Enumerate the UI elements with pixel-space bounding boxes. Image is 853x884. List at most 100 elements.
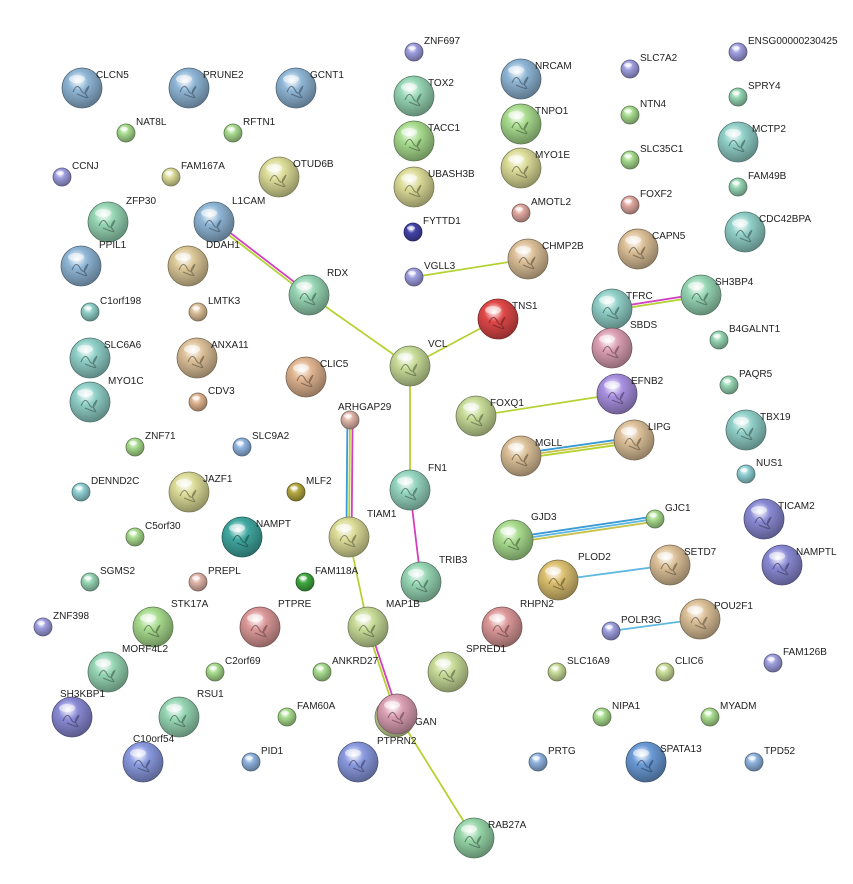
node-sphere[interactable] <box>591 327 633 369</box>
node-nipa1[interactable]: NIPA1 <box>592 701 641 727</box>
node-capn5[interactable]: CAPN5 <box>617 228 686 270</box>
node-morf4l2[interactable]: MORF4L2 <box>87 644 169 693</box>
node-tfrc[interactable]: TFRC <box>591 288 653 330</box>
node-anxa11[interactable]: ANXA11 <box>176 337 249 379</box>
node-nampt[interactable]: NAMPT <box>221 516 291 558</box>
node-ptpre[interactable]: PTPRE <box>239 599 312 648</box>
node-sphere[interactable] <box>592 707 612 727</box>
node-ddah1[interactable]: DDAH1 <box>167 240 240 287</box>
node-rab27a[interactable]: RAB27A <box>453 817 527 859</box>
node-tns1[interactable]: TNS1 <box>477 298 538 340</box>
node-sphere[interactable] <box>340 410 360 430</box>
node-c2orf69[interactable]: C2orf69 <box>205 656 261 682</box>
node-sphere[interactable] <box>205 662 225 682</box>
node-sphere[interactable] <box>277 707 297 727</box>
node-sphere[interactable] <box>537 559 579 601</box>
node-amotl2[interactable]: AMOTL2 <box>511 197 571 223</box>
node-sphere[interactable] <box>376 693 418 735</box>
node-sphere[interactable] <box>620 195 640 215</box>
node-sphere[interactable] <box>736 464 756 484</box>
node-sphere[interactable] <box>132 606 174 648</box>
node-ubash3b[interactable]: UBASH3B <box>393 166 475 208</box>
node-c1orf198[interactable]: C1orf198 <box>80 296 142 322</box>
node-ccnj[interactable]: CCNJ <box>52 161 99 187</box>
node-jazf1[interactable]: JAZF1 <box>168 471 233 513</box>
node-znf71[interactable]: ZNF71 <box>125 431 176 457</box>
node-fam49b[interactable]: FAM49B <box>728 171 787 197</box>
node-sphere[interactable] <box>288 274 330 316</box>
node-ppil1[interactable]: PPIL1 <box>60 240 127 287</box>
node-sphere[interactable] <box>312 662 332 682</box>
node-prtg[interactable]: PRTG <box>528 746 576 772</box>
node-b4galnt1[interactable]: B4GALNT1 <box>709 324 781 350</box>
node-sphere[interactable] <box>295 572 315 592</box>
node-sphere[interactable] <box>728 87 748 107</box>
node-sphere[interactable] <box>71 482 91 502</box>
node-sphere[interactable] <box>51 696 93 738</box>
node-fam167a[interactable]: FAM167A <box>161 161 225 187</box>
node-clic5[interactable]: CLIC5 <box>285 356 349 398</box>
node-gjd3[interactable]: GJD3 <box>492 512 557 561</box>
node-sphere[interactable] <box>60 245 102 287</box>
node-spred1[interactable]: SPRED1 <box>427 644 506 693</box>
node-rsu1[interactable]: RSU1 <box>158 689 224 738</box>
node-namptl[interactable]: NAMPTL <box>761 544 837 586</box>
node-fn1[interactable]: FN1 <box>389 463 447 511</box>
node-paqr5[interactable]: PAQR5 <box>719 369 773 395</box>
node-sphere[interactable] <box>728 177 748 197</box>
node-sphere[interactable] <box>620 59 640 79</box>
node-sphere[interactable] <box>709 330 729 350</box>
node-stk17a[interactable]: STK17A <box>132 599 209 648</box>
node-trib3[interactable]: TRIB3 <box>400 555 468 603</box>
node-sphere[interactable] <box>547 662 567 682</box>
node-sphere[interactable] <box>223 123 243 143</box>
node-sphere[interactable] <box>116 123 136 143</box>
node-sphere[interactable] <box>188 572 208 592</box>
node-lmtk3[interactable]: LMTK3 <box>188 296 241 322</box>
node-sphere[interactable] <box>52 167 72 187</box>
node-sphere[interactable] <box>158 696 200 738</box>
node-sphere[interactable] <box>700 707 720 727</box>
node-sphere[interactable] <box>400 561 442 603</box>
node-ptprn2[interactable]: PTPRN2 <box>376 693 418 747</box>
node-sphere[interactable] <box>728 42 748 62</box>
node-sphere[interactable] <box>80 302 100 322</box>
node-fam60a[interactable]: FAM60A <box>277 701 336 727</box>
node-ankrd27[interactable]: ANKRD27 <box>312 656 379 682</box>
node-slc9a2[interactable]: SLC9A2 <box>232 431 290 457</box>
node-ensg00000230425[interactable]: ENSG00000230425 <box>728 36 838 62</box>
node-sphere[interactable] <box>167 245 209 287</box>
node-ticam2[interactable]: TICAM2 <box>743 498 815 540</box>
node-sphere[interactable] <box>620 105 640 125</box>
node-dennd2c[interactable]: DENND2C <box>71 476 139 502</box>
node-sphere[interactable] <box>601 621 621 641</box>
node-foxq1[interactable]: FOXQ1 <box>455 395 524 437</box>
node-myo1e[interactable]: MYO1E <box>500 147 570 189</box>
node-spata13[interactable]: SPATA13 <box>625 741 702 783</box>
node-sphere[interactable] <box>161 167 181 187</box>
node-sphere[interactable] <box>125 527 145 547</box>
node-sphere[interactable] <box>286 482 306 502</box>
node-slc7a2[interactable]: SLC7A2 <box>620 53 678 79</box>
node-prune2[interactable]: PRUNE2 <box>168 67 244 109</box>
node-tnpo1[interactable]: TNPO1 <box>500 103 569 145</box>
node-c5orf30[interactable]: C5orf30 <box>125 521 181 547</box>
node-znf398[interactable]: ZNF398 <box>33 611 90 637</box>
node-sphere[interactable] <box>528 752 548 772</box>
node-sphere[interactable] <box>645 509 665 529</box>
node-sphere[interactable] <box>404 42 424 62</box>
node-zfp30[interactable]: ZFP30 <box>87 196 156 243</box>
node-sphere[interactable] <box>655 662 675 682</box>
node-slc35c1[interactable]: SLC35C1 <box>620 144 684 170</box>
node-rdx[interactable]: RDX <box>288 268 348 316</box>
node-gcnt1[interactable]: GCNT1 <box>275 67 344 109</box>
node-rhpn2[interactable]: RHPN2 <box>481 599 554 648</box>
node-vgll3[interactable]: VGLL3 <box>404 261 456 287</box>
node-sphere[interactable] <box>188 302 208 322</box>
node-sgms2[interactable]: SGMS2 <box>80 566 135 592</box>
node-l1cam[interactable]: L1CAM <box>193 196 265 243</box>
node-ptprn2_dup[interactable] <box>337 741 379 783</box>
node-sphere[interactable] <box>122 741 164 783</box>
node-sphere[interactable] <box>241 752 261 772</box>
node-sphere[interactable] <box>620 150 640 170</box>
